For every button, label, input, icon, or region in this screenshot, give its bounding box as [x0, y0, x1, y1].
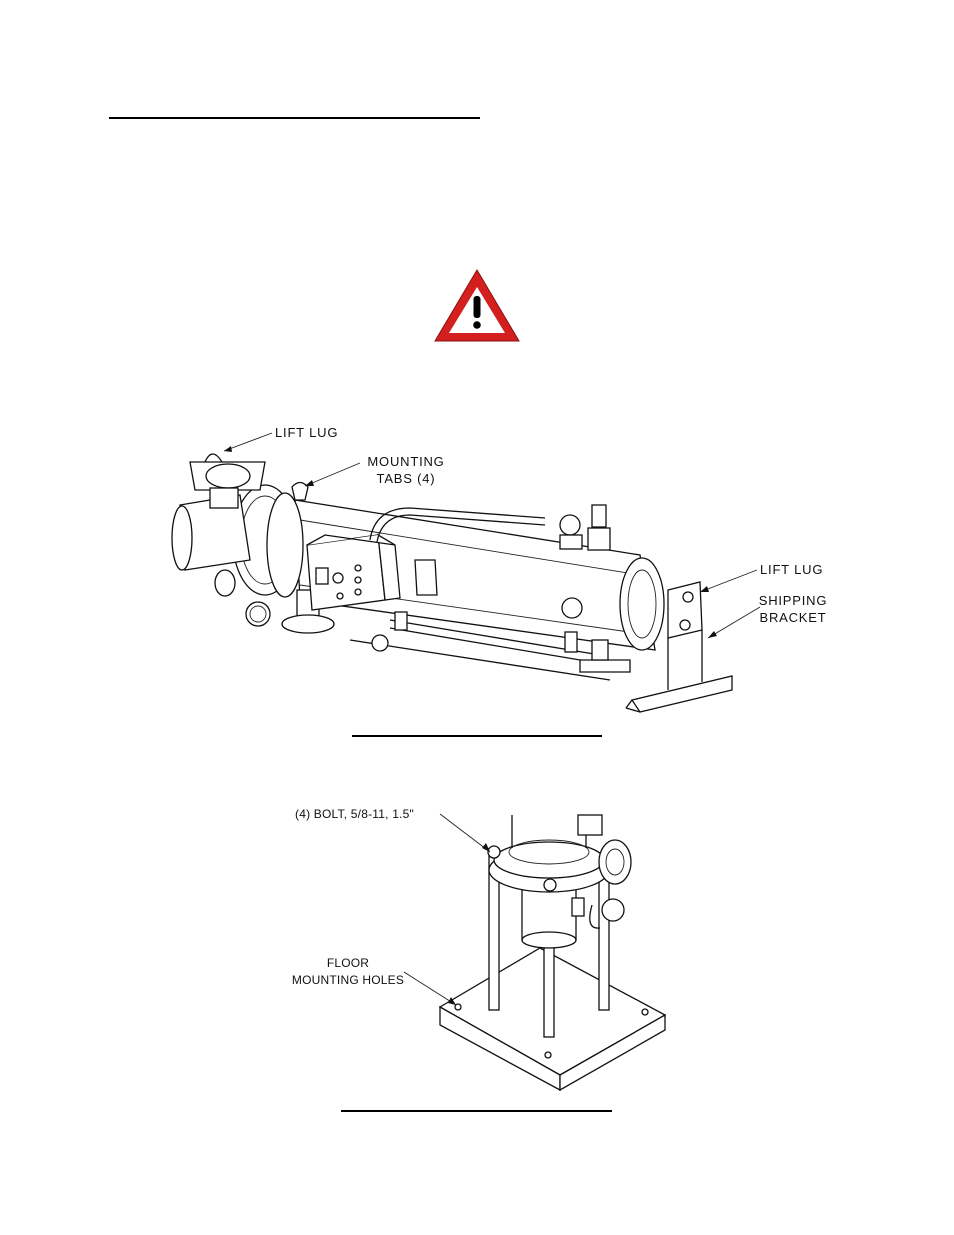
lift-lug-right-label: LIFT LUG: [760, 562, 824, 577]
shipping-bracket-line-2: BRACKET: [759, 610, 827, 625]
bolt-label: (4) BOLT, 5/8-11, 1.5": [295, 807, 414, 821]
figure-2-caption-rule: [341, 1110, 612, 1112]
floor-mounting-holes-line-2: MOUNTING HOLES: [291, 973, 405, 987]
floor-mounting-holes-label: FLOOR MOUNTING HOLES: [286, 955, 410, 989]
figure-1-caption-rule: [352, 735, 602, 737]
shipping-bracket-label: SHIPPING BRACKET: [757, 592, 829, 626]
floor-mounting-holes-line-1: FLOOR: [326, 956, 370, 970]
mounting-tabs-line-1: MOUNTING: [367, 454, 445, 469]
lift-lug-top-label: LIFT LUG: [275, 425, 339, 440]
shipping-bracket-line-1: SHIPPING: [758, 593, 828, 608]
mounting-tabs-label: MOUNTING TABS (4): [362, 453, 450, 487]
header-rule: [109, 117, 480, 119]
mounting-tabs-line-2: TABS (4): [376, 471, 436, 486]
